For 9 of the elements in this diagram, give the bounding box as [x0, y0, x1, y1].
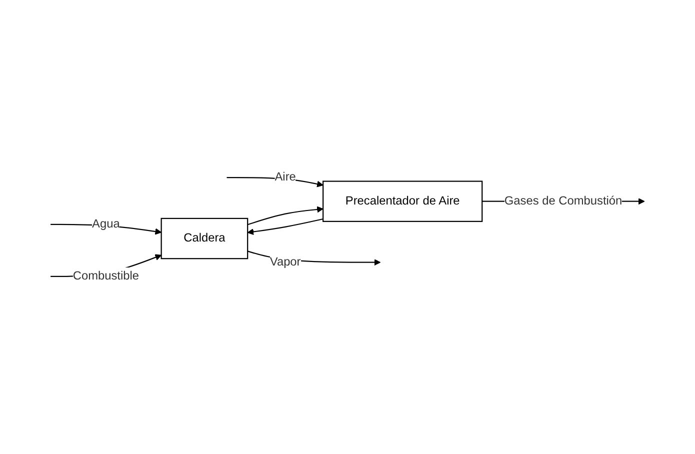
edge-label: Agua [92, 218, 120, 230]
node-box: Caldera [160, 218, 248, 260]
arrow [247, 206, 324, 226]
edge-label: Aire [274, 170, 296, 184]
edge-label: Gases de Combustión [504, 194, 622, 208]
edge-label: Combustible [72, 270, 139, 282]
node-box: Precalentador de Aire [322, 180, 483, 222]
arrow [247, 218, 324, 235]
edge-label: Vapor [270, 256, 301, 268]
